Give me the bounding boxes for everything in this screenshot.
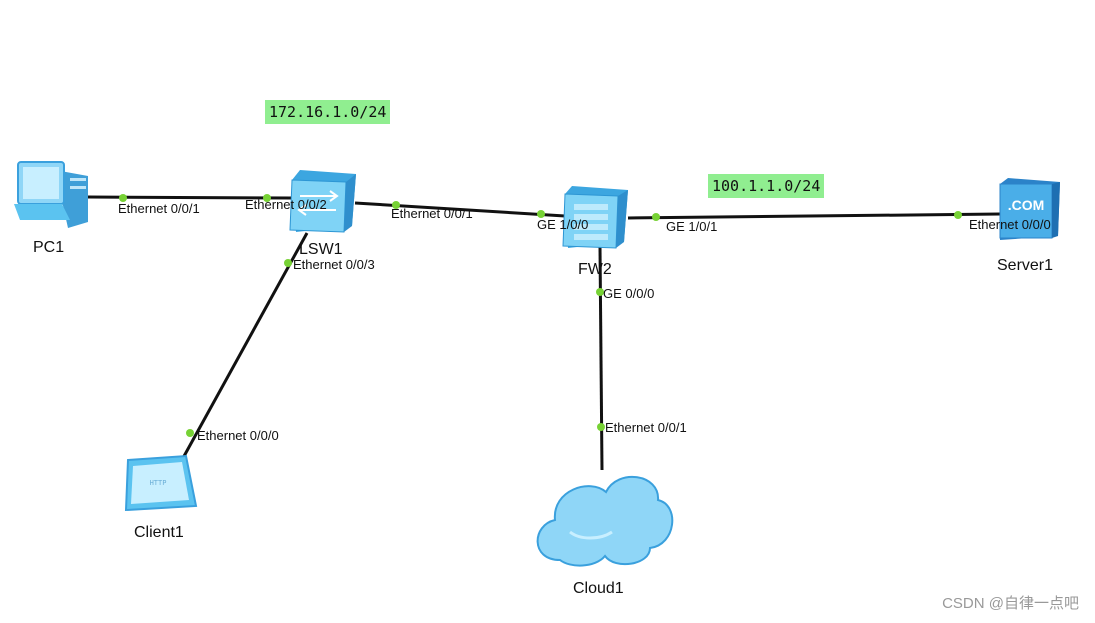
port-label-cloud1: Ethernet 0/0/1 [605, 420, 687, 435]
pc1-icon[interactable] [14, 161, 88, 228]
port-dot-fw2-lsw1[interactable] [537, 210, 545, 218]
port-label-fw2-cloud1: GE 0/0/0 [603, 286, 655, 301]
device-label-cloud1: Cloud1 [573, 580, 624, 597]
port-dot-server1[interactable] [954, 211, 962, 219]
port-label-pc1: Ethernet 0/0/1 [118, 201, 200, 216]
port-label-fw2-server1: GE 1/0/1 [666, 219, 718, 234]
client-badge: HTTP [150, 479, 167, 487]
device-label-pc1: PC1 [33, 239, 65, 256]
port-label-server1: Ethernet 0/0/0 [969, 217, 1051, 232]
link-fw2-cloud1[interactable] [598, 246, 604, 471]
port-dot-lsw1-fw2[interactable] [392, 201, 400, 209]
port-label-lsw1-fw2: Ethernet 0/0/1 [391, 206, 473, 221]
cloud-icon[interactable] [536, 475, 674, 567]
http-client-icon[interactable]: HTTP [124, 454, 198, 512]
port-dot-fw2-cloud1[interactable] [596, 288, 604, 296]
port-label-lsw1-pc1: Ethernet 0/0/2 [245, 197, 327, 212]
port-label-lsw1-client1: Ethernet 0/0/3 [293, 257, 375, 272]
port-label-client1: Ethernet 0/0/0 [197, 428, 279, 443]
device-label-client1: Client1 [134, 524, 184, 541]
subnet-label-wan: 100.1.1.0/24 [708, 174, 825, 198]
device-label-server1: Server1 [997, 257, 1054, 274]
subnet-label-lan: 172.16.1.0/24 [265, 100, 391, 124]
port-dot-pc1[interactable] [119, 194, 127, 202]
port-dot-lsw1-pc1[interactable] [263, 194, 271, 202]
device-label-fw2: FW2 [578, 261, 612, 278]
link-lsw1-fw2[interactable] [354, 201, 566, 218]
link-lsw1-client1[interactable] [181, 232, 309, 459]
link-fw2-server1[interactable] [627, 212, 1001, 220]
port-dot-client1[interactable] [186, 429, 194, 437]
port-label-fw2-lsw1: GE 1/0/0 [537, 217, 589, 232]
switch-icon[interactable] [289, 170, 356, 233]
port-dot-fw2-server1[interactable] [652, 213, 660, 221]
server-badge: .COM [1008, 197, 1045, 213]
server-icon[interactable]: .COM [999, 178, 1060, 240]
device-label-lsw1: LSW1 [299, 241, 343, 258]
port-dot-lsw1-client1[interactable] [284, 259, 292, 267]
firewall-icon[interactable] [562, 186, 628, 249]
watermark: CSDN @自律一点吧 [942, 595, 1079, 612]
port-dot-cloud1[interactable] [597, 423, 605, 431]
